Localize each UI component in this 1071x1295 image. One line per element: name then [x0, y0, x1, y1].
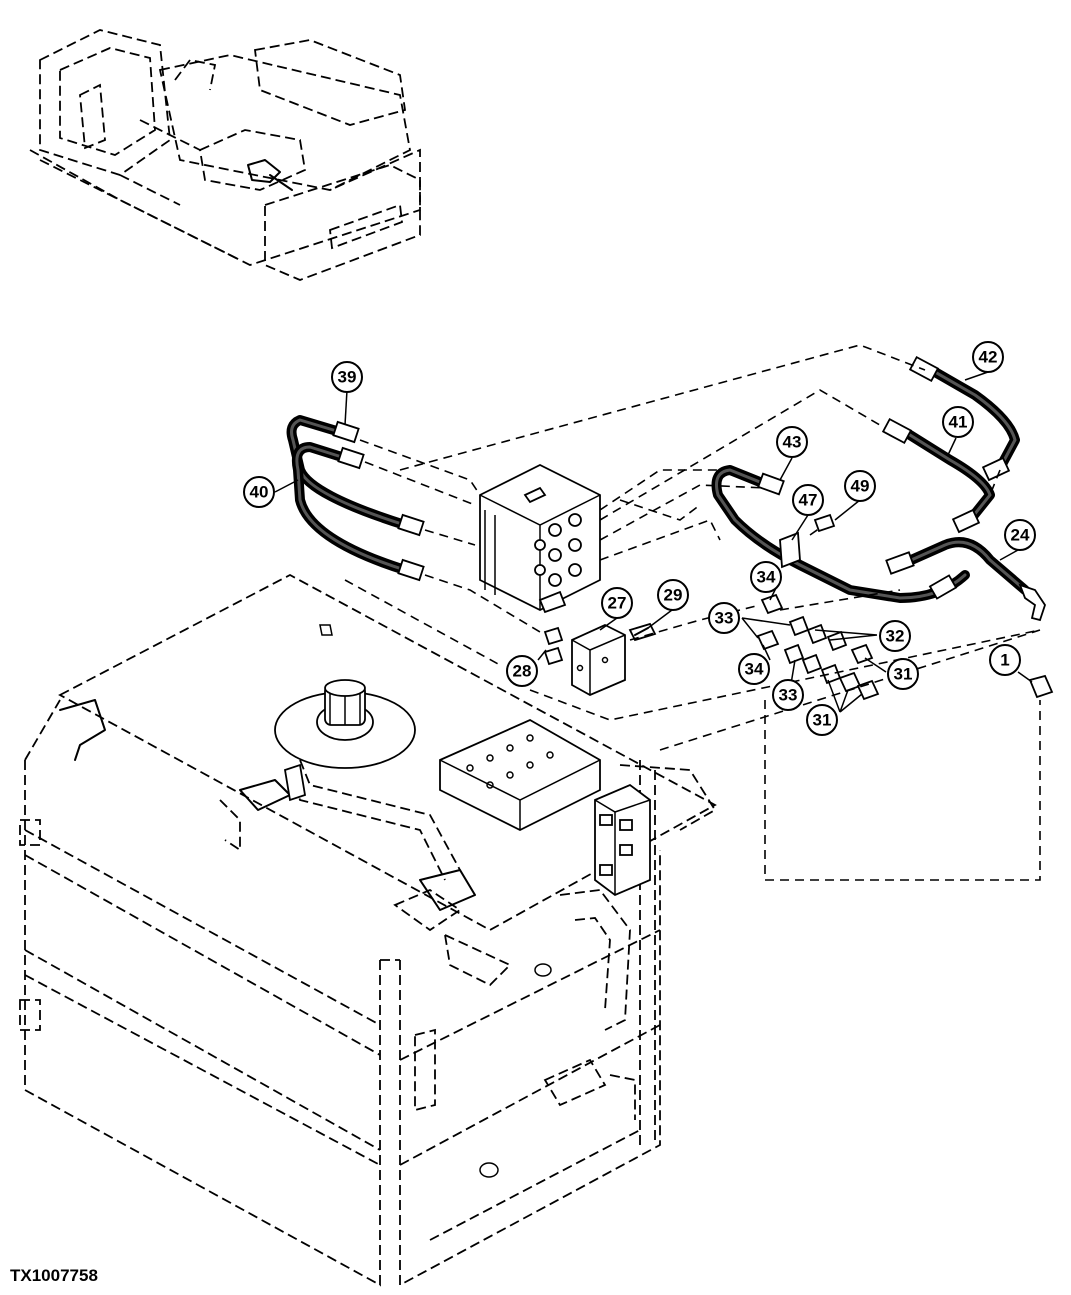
- callout-49: 49: [844, 470, 876, 502]
- pilot-valve-block: [479, 463, 601, 614]
- callout-31-right-label: 31: [894, 665, 913, 684]
- solenoid-valve-stack: [594, 783, 651, 897]
- callout-28: 28: [506, 655, 538, 687]
- figure-id: TX1007758: [10, 1266, 98, 1285]
- callout-40-label: 40: [250, 483, 269, 502]
- callout-24-label: 24: [1011, 526, 1030, 545]
- excavator-locator-view: [29, 29, 421, 281]
- callout-29-label: 29: [664, 586, 683, 605]
- callout-41-label: 41: [949, 413, 968, 432]
- callout-27: 27: [601, 587, 633, 619]
- hose-41: [881, 417, 995, 534]
- fitting-28-group: [543, 626, 564, 666]
- callout-47-label: 47: [799, 491, 818, 510]
- callout-34-top-label: 34: [757, 568, 776, 587]
- callout-32-label: 32: [886, 627, 905, 646]
- callout-40: 40: [243, 476, 275, 508]
- hose-24: [885, 537, 1046, 622]
- callout-34-top: 34: [750, 561, 782, 593]
- fittings-31-34-group: [756, 593, 880, 701]
- fitting-1: [1028, 674, 1054, 699]
- hose-42: [908, 355, 1020, 482]
- callout-33-left-label: 33: [715, 609, 734, 628]
- callout-49-label: 49: [851, 477, 870, 496]
- hose-43: [711, 465, 970, 603]
- return-filter-assembly: [274, 679, 416, 802]
- callout-42-label: 42: [979, 348, 998, 367]
- callout-39: 39: [331, 361, 363, 393]
- callout-47: 47: [792, 484, 824, 516]
- callout-42: 42: [972, 341, 1004, 373]
- callout-1: 1: [989, 644, 1021, 676]
- callout-34-bottom: 34: [738, 653, 770, 685]
- callout-33-left: 33: [708, 602, 740, 634]
- callout-1-label: 1: [1000, 651, 1009, 670]
- manifold-plate: [439, 718, 601, 832]
- callout-43-label: 43: [783, 433, 802, 452]
- callout-34-bottom-label: 34: [745, 660, 764, 679]
- callout-33-bottom: 33: [772, 679, 804, 711]
- callout-31-bottom: 31: [806, 704, 838, 736]
- callout-27-label: 27: [608, 594, 627, 613]
- callout-33-bottom-label: 33: [779, 686, 798, 705]
- callout-31-right: 31: [887, 658, 919, 690]
- callout-32: 32: [879, 620, 911, 652]
- clamp-47: [779, 531, 801, 569]
- callout-24: 24: [1004, 519, 1036, 551]
- spacer-block-27: [571, 624, 626, 697]
- callouts: 39 40 42 41 43 47 49 24: [243, 341, 1036, 736]
- bolt-49: [813, 513, 836, 533]
- callout-28-label: 28: [513, 662, 532, 681]
- callout-29: 29: [657, 579, 689, 611]
- callout-41: 41: [942, 406, 974, 438]
- callout-39-label: 39: [338, 368, 357, 387]
- assembly-lines: [344, 344, 1041, 881]
- hose-40: [291, 442, 425, 582]
- callout-43: 43: [776, 426, 808, 458]
- callout-31-bottom-label: 31: [813, 711, 832, 730]
